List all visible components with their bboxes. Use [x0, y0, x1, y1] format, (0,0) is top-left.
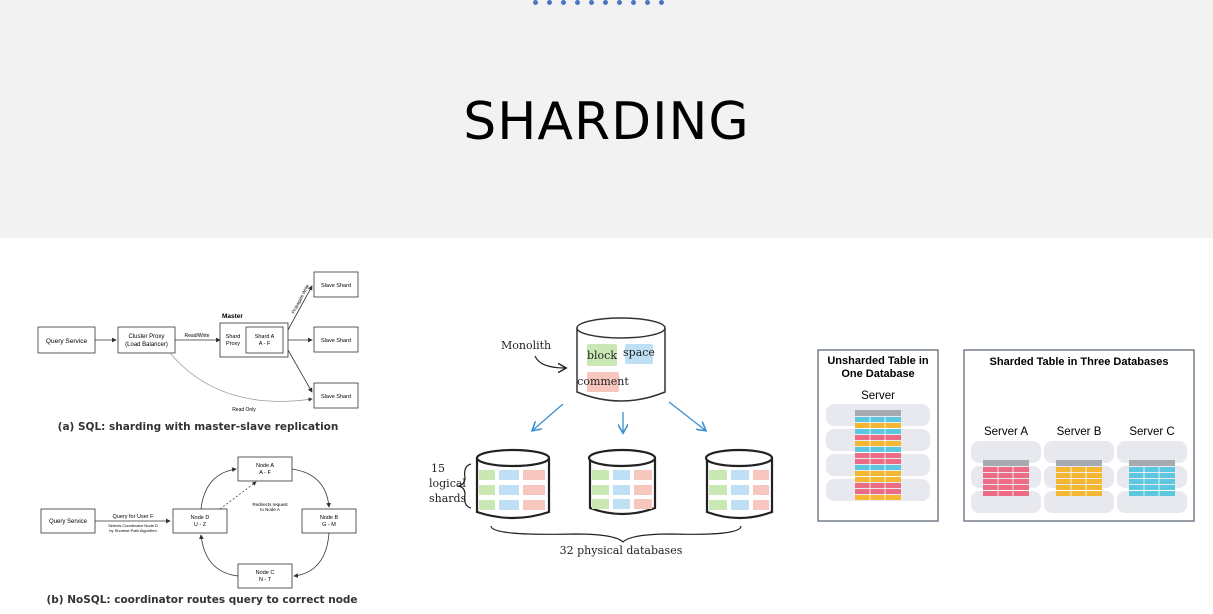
logical-count: 15 — [431, 462, 445, 475]
read-write-label: Read/Write — [185, 333, 210, 339]
logical-brace — [457, 463, 472, 509]
query-service-box — [40, 508, 96, 534]
redirects-label-2: to Node A — [260, 507, 280, 512]
query-service-box — [37, 326, 96, 354]
split-arrow — [668, 401, 705, 430]
node-c-box — [237, 563, 293, 589]
monolith-database: block space comment — [576, 317, 666, 402]
slide-title: SHARDING — [463, 92, 750, 152]
propagate-write-label: Propagate Write — [290, 283, 310, 314]
node-b-label: Node B — [320, 515, 339, 521]
node-a-box — [237, 456, 293, 482]
shard-database — [475, 448, 551, 520]
node-a-label: Node A — [256, 463, 274, 469]
server-c-label: Server C — [1129, 426, 1174, 438]
server-a-stack — [971, 441, 1041, 513]
node-b-range: G - M — [322, 522, 336, 528]
comment-label: comment — [577, 375, 629, 388]
slave-shard-label: Slave Shard — [321, 394, 351, 400]
physical-brace — [490, 525, 742, 543]
slave-shard-box — [313, 382, 359, 409]
physical-label: 32 physical databases — [560, 544, 683, 557]
node-d-range: U - Z — [194, 522, 207, 528]
shard-a-box — [245, 326, 284, 354]
unsharded-table — [855, 410, 901, 500]
node-d-box — [172, 508, 228, 534]
shard-database — [587, 448, 657, 516]
slave-shard-label: Slave Shard — [321, 283, 351, 289]
server-a-label: Server A — [984, 426, 1028, 438]
node-c-range: N - T — [259, 577, 272, 583]
split-arrow — [533, 403, 564, 430]
query-for-user-label: Query for User F — [113, 514, 155, 520]
node-c-label: Node C — [256, 570, 275, 576]
nosql-caption: (b) NoSQL: coordinator routes query to c… — [46, 594, 357, 606]
node-d-label: Node D — [191, 515, 210, 521]
query-service-label: Query Service — [49, 519, 88, 525]
redirects-label: Redirects request — [252, 502, 288, 507]
sharded-table-diagram: Unsharded Table in One Database Server S… — [817, 349, 1195, 522]
space-label: space — [623, 346, 655, 359]
shard-proxy-label: Shard — [226, 334, 241, 340]
sql-nosql-diagram: Query Service Cluster Proxy (Load Balanc… — [37, 271, 359, 606]
master-label: Master — [222, 313, 243, 320]
server-b-label: Server B — [1057, 426, 1102, 438]
sharded-title: Sharded Table in Three Databases — [990, 356, 1169, 368]
selects-coordinator-label: Selects Coordinator Node D — [108, 523, 158, 528]
monolith-label: Monolith — [501, 339, 551, 352]
shards-label: shards — [429, 492, 467, 505]
node-b-box — [301, 508, 357, 534]
shard-a-range: A - F — [259, 341, 271, 347]
shortest-path-label: by Shortest Path Algorithm — [109, 528, 157, 533]
query-service-label: Query Service — [46, 338, 88, 345]
cluster-proxy-label: Cluster Proxy — [128, 334, 164, 340]
slave-shard-box — [313, 326, 359, 353]
server-c-stack — [1117, 441, 1187, 513]
shard-a-label: Shard A — [255, 334, 275, 340]
unsharded-title-2: One Database — [841, 368, 914, 380]
slide-dots — [533, 0, 673, 6]
server-label: Server — [861, 390, 895, 402]
node-a-range: A - F — [259, 470, 271, 476]
monolith-sketch-diagram: Monolith block space comment 15 logical — [429, 317, 774, 557]
shard-proxy-label-2: Proxy — [226, 341, 240, 347]
title-banner: SHARDING — [0, 0, 1213, 238]
sql-caption: (a) SQL: sharding with master-slave repl… — [58, 421, 339, 433]
block-label: block — [587, 349, 617, 362]
logical-label: logical — [429, 477, 466, 490]
slave-shard-label: Slave Shard — [321, 338, 351, 344]
load-balancer-label: (Load Balancer) — [125, 342, 168, 348]
read-only-label: Read Only — [232, 407, 256, 413]
server-b-stack — [1044, 441, 1114, 513]
unsharded-title: Unsharded Table in — [827, 355, 929, 367]
shard-database — [704, 448, 774, 520]
cluster-proxy-box — [117, 326, 176, 354]
slave-shard-box — [313, 271, 359, 298]
